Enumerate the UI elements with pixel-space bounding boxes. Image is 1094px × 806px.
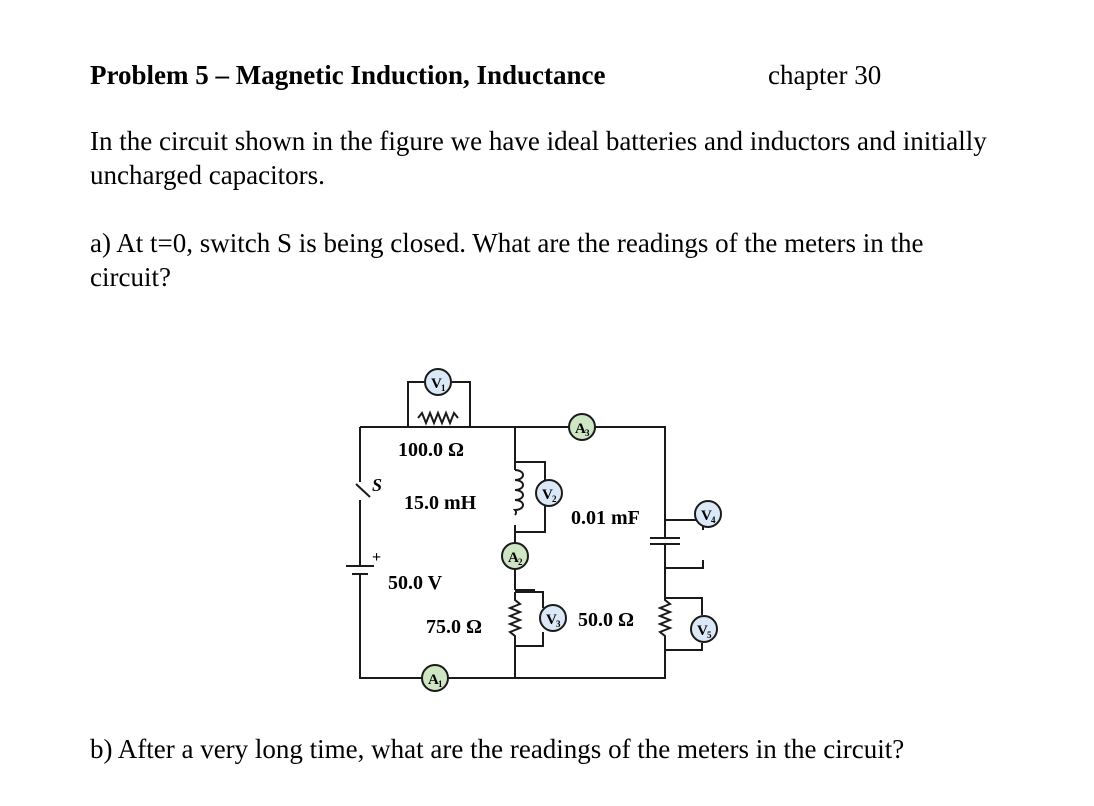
svg-text:V: V <box>431 376 442 392</box>
svg-text:V: V <box>701 508 712 524</box>
svg-text:3: 3 <box>585 428 590 438</box>
wire-top-right <box>515 426 666 515</box>
svg-text:5: 5 <box>707 630 712 640</box>
svg-text:A: A <box>428 672 439 688</box>
svg-text:V: V <box>542 487 553 503</box>
meter-V3: V 3 <box>539 604 567 632</box>
resistor-100 <box>417 410 459 426</box>
meter-A1: A 1 <box>421 664 449 692</box>
svg-text:1: 1 <box>438 679 443 689</box>
resistor-75 <box>507 592 523 647</box>
problem-title: Problem 5 – Magnetic Induction, Inductan… <box>90 60 606 90</box>
problem-intro: In the circuit shown in the figure we ha… <box>90 126 987 190</box>
meter-V2: V 2 <box>535 479 563 507</box>
meter-V4: V 4 <box>694 500 722 528</box>
meter-V5: V 5 <box>690 615 718 643</box>
question-a: a) At t=0, switch S is being closed. Wha… <box>90 228 924 292</box>
svg-text:A: A <box>508 550 519 566</box>
label-inductor: 15.0 mH <box>404 492 477 514</box>
svg-text:2: 2 <box>552 494 557 504</box>
svg-text:V: V <box>546 612 557 628</box>
label-resistor-50: 50.0 Ω <box>578 609 634 631</box>
svg-text:2: 2 <box>518 557 523 567</box>
svg-text:V: V <box>697 623 708 639</box>
inductor-coil <box>512 469 524 516</box>
battery-plus: + <box>372 549 381 566</box>
switch-blade <box>355 483 371 498</box>
problem-header: Problem 5 – Magnetic Induction, Inductan… <box>90 60 910 100</box>
svg-text:1: 1 <box>441 383 446 393</box>
chapter-label: chapter 30 <box>768 60 882 90</box>
meter-V1: V 1 <box>424 368 452 396</box>
label-resistor-100: 100.0 Ω <box>398 439 464 461</box>
label-battery: 50.0 V <box>388 572 443 594</box>
circuit-figure: + S 100.0 Ω 15.0 mH 50.0 V 0.01 mF 75.0 … <box>330 360 750 700</box>
svg-text:3: 3 <box>556 619 561 629</box>
label-resistor-75: 75.0 Ω <box>426 616 482 638</box>
label-capacitor: 0.01 mF <box>571 507 640 529</box>
svg-text:4: 4 <box>711 515 716 525</box>
meter-A3: A 3 <box>568 413 596 441</box>
battery-symbol <box>346 565 374 592</box>
switch-label: S <box>372 475 382 495</box>
svg-text:A: A <box>575 421 586 437</box>
question-b: b) After a very long time, what are the … <box>90 734 905 764</box>
resistor-50 <box>515 590 673 679</box>
meter-A2: A 2 <box>501 542 529 570</box>
